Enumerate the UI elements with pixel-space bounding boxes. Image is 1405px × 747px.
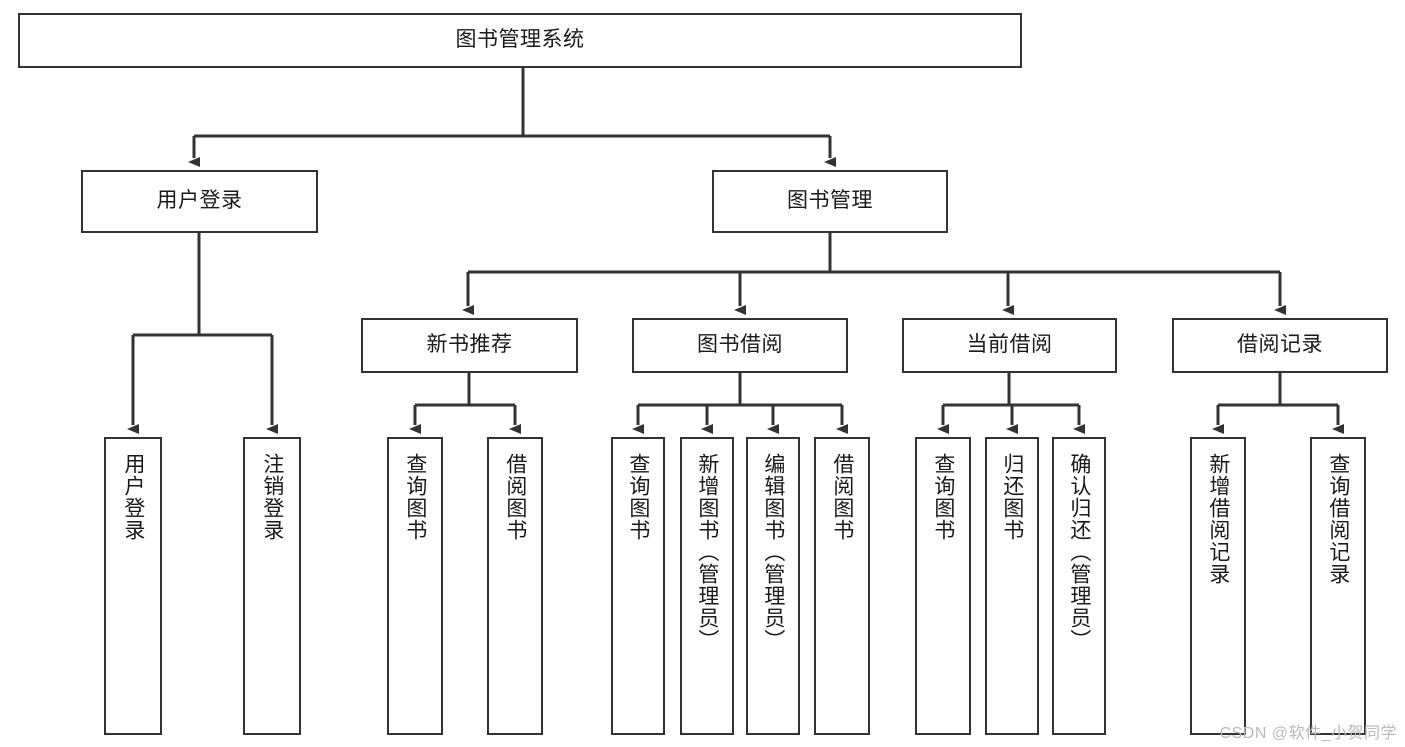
node-leaf-edit-book[interactable]: 编辑图书（管理员）: [746, 437, 800, 735]
node-leaf-logout-label: 注销登录: [260, 453, 284, 541]
node-leaf-add-borrow-record[interactable]: 新增借阅记录: [1190, 437, 1246, 735]
node-leaf-confirm-return[interactable]: 确认归还（管理员）: [1052, 437, 1106, 735]
node-leaf-user-login-label: 用户登录: [121, 453, 145, 541]
node-leaf-add-book[interactable]: 新增图书（管理员）: [680, 437, 734, 735]
node-book-manage[interactable]: 图书管理: [712, 170, 948, 233]
node-borrow-record-label: 借阅记录: [1237, 333, 1323, 357]
node-leaf-confirm-return-label: 确认归还（管理员）: [1067, 453, 1091, 651]
node-leaf-query-book-current[interactable]: 查询图书: [915, 437, 971, 735]
node-leaf-query-book-borrow-label: 查询图书: [626, 453, 650, 541]
node-leaf-logout[interactable]: 注销登录: [243, 437, 301, 735]
node-leaf-return-book-label: 归还图书: [1000, 453, 1024, 541]
node-leaf-query-book-current-label: 查询图书: [931, 453, 955, 541]
node-user-login-label: 用户登录: [156, 189, 243, 213]
node-leaf-query-book-borrow[interactable]: 查询图书: [611, 437, 665, 735]
node-leaf-query-book-recommend[interactable]: 查询图书: [387, 437, 443, 735]
node-leaf-return-book[interactable]: 归还图书: [985, 437, 1039, 735]
node-leaf-borrow-book-recommend[interactable]: 借阅图书: [487, 437, 543, 735]
node-book-manage-label: 图书管理: [787, 189, 873, 213]
node-current-borrow-label: 当前借阅: [966, 333, 1053, 357]
node-borrow-record[interactable]: 借阅记录: [1172, 318, 1388, 373]
node-leaf-borrow-book-recommend-label: 借阅图书: [503, 453, 527, 541]
node-leaf-query-borrow-record-label: 查询借阅记录: [1326, 453, 1350, 585]
node-leaf-query-borrow-record[interactable]: 查询借阅记录: [1310, 437, 1366, 735]
node-root[interactable]: 图书管理系统: [18, 13, 1022, 68]
node-user-login[interactable]: 用户登录: [81, 170, 318, 233]
node-leaf-edit-book-label: 编辑图书（管理员）: [761, 453, 785, 651]
node-book-borrow-label: 图书借阅: [697, 333, 783, 357]
node-root-label: 图书管理系统: [455, 28, 585, 52]
node-new-book-recommend[interactable]: 新书推荐: [361, 318, 578, 373]
node-book-borrow[interactable]: 图书借阅: [632, 318, 848, 373]
node-leaf-borrow-book[interactable]: 借阅图书: [814, 437, 870, 735]
node-leaf-add-book-label: 新增图书（管理员）: [695, 453, 719, 651]
node-leaf-borrow-book-label: 借阅图书: [830, 453, 854, 541]
watermark: CSDN @软件_小贺同学: [1219, 725, 1397, 742]
node-new-book-recommend-label: 新书推荐: [426, 333, 513, 357]
node-leaf-query-book-recommend-label: 查询图书: [403, 453, 427, 541]
node-leaf-user-login[interactable]: 用户登录: [104, 437, 162, 735]
node-leaf-add-borrow-record-label: 新增借阅记录: [1206, 453, 1230, 585]
node-current-borrow[interactable]: 当前借阅: [902, 318, 1117, 373]
